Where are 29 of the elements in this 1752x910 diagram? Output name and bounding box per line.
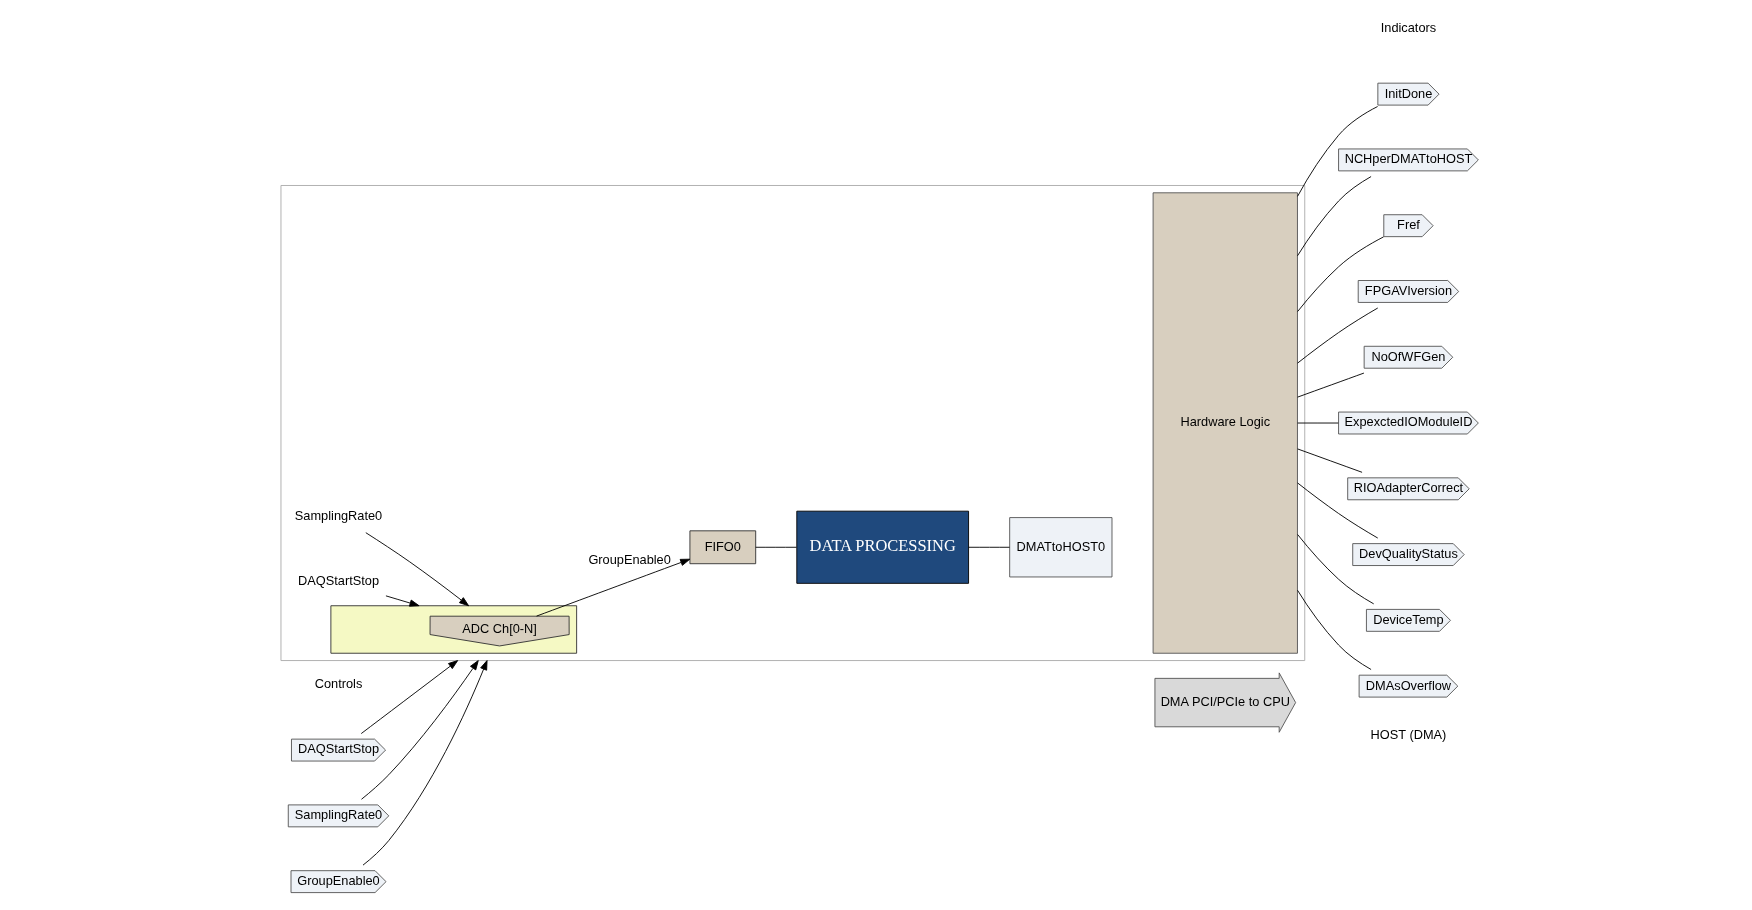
- connector: [1297, 372, 1365, 398]
- arrow: [365, 532, 470, 607]
- connector: [1297, 106, 1379, 197]
- connector: [968, 546, 1011, 548]
- node-text: SamplingRate0: [294, 507, 383, 523]
- arrow: [360, 660, 459, 735]
- connector: [1297, 482, 1379, 539]
- edge-label: GroupEnable0: [588, 551, 671, 567]
- connector: [1297, 534, 1375, 605]
- connector: [1297, 176, 1372, 257]
- connector: [1297, 448, 1363, 473]
- node-box: DMATtoHOST0: [1009, 517, 1113, 578]
- node-box: Hardware Logic: [1152, 192, 1298, 654]
- cluster: [280, 185, 1306, 661]
- arrow: [361, 660, 479, 800]
- connector: [1297, 307, 1379, 364]
- connector: [1297, 236, 1385, 312]
- node-box: FIFO0: [689, 530, 757, 565]
- connector: [1297, 422, 1339, 424]
- node-text: DAQStartStop: [298, 573, 380, 589]
- arrow: [385, 595, 420, 607]
- label: Controls: [314, 675, 363, 691]
- connector: [1297, 589, 1372, 670]
- label: HOST (DMA): [1370, 726, 1447, 742]
- connector: [755, 546, 797, 548]
- label: Indicators: [1380, 19, 1437, 35]
- node-box: DATA PROCESSING: [796, 510, 969, 584]
- cluster: [330, 605, 578, 654]
- arrow: [362, 660, 488, 866]
